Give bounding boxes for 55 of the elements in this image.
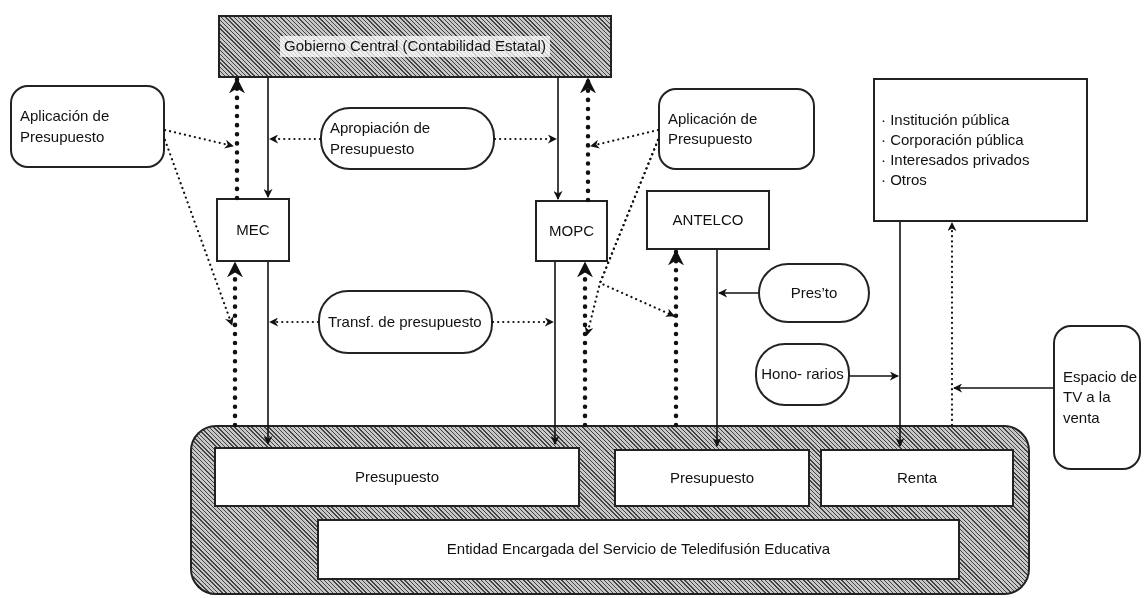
list-item: · Otros — [881, 170, 927, 191]
pill-box — [758, 263, 870, 323]
list-item: · Interesados privados — [881, 150, 1030, 170]
rounded-box — [1053, 325, 1141, 470]
process-box — [614, 449, 810, 507]
dotted-arrow — [163, 138, 234, 327]
arrow — [849, 371, 899, 381]
dotted-arrow — [163, 128, 235, 149]
node-label: Aplicación de Presupuesto — [20, 106, 111, 147]
process-box — [646, 190, 770, 250]
process-box — [216, 198, 290, 262]
node-label: Transf. de presupuesto — [328, 311, 482, 332]
dotted-arrow — [268, 134, 322, 144]
pill-box — [755, 343, 850, 406]
arrow — [953, 383, 1054, 393]
rounded-box — [10, 85, 165, 168]
list-item: · Institución pública — [881, 109, 1010, 130]
list-item: · Corporación pública — [881, 129, 1024, 150]
arrow — [263, 77, 273, 198]
dotted-arrow — [491, 317, 555, 327]
arrow — [718, 288, 759, 298]
dotted-arrow — [227, 260, 243, 428]
node-label: Apropiación de Presupuesto — [330, 118, 432, 159]
arrow — [263, 261, 273, 445]
arrow — [895, 221, 905, 447]
arrow — [550, 261, 560, 445]
node-label: Espacio de TV a la venta — [1063, 367, 1139, 428]
arrow — [553, 77, 563, 200]
dotted-arrow — [580, 76, 596, 203]
pill-box — [320, 107, 495, 170]
node-label: ANTELCO — [672, 209, 744, 230]
node-label: Pres’to — [790, 282, 838, 303]
dotted-arrow — [229, 76, 245, 201]
dotted-arrow — [947, 221, 957, 427]
dotted-arrow — [589, 128, 660, 149]
hatched-panel — [190, 425, 1030, 595]
process-box — [820, 449, 1014, 507]
arrow — [712, 249, 722, 447]
process-box — [317, 519, 960, 580]
dotted-arrow — [598, 138, 676, 318]
process-box — [535, 200, 608, 262]
node-label: MOPC — [549, 220, 594, 241]
dotted-arrow — [577, 260, 593, 428]
node-label: Gobierno Central (Contabilidad Estatal) — [280, 36, 550, 57]
dotted-arrow — [493, 134, 558, 144]
pill-box — [318, 290, 493, 354]
process-box — [214, 447, 580, 507]
node-label: MEC — [236, 219, 270, 240]
node-label: Hono- rarios — [761, 364, 844, 385]
hatched-box — [218, 15, 612, 78]
dotted-arrow — [268, 317, 320, 327]
node-label: Aplicación de Presupuesto — [668, 108, 759, 149]
rounded-box — [658, 88, 815, 170]
dotted-arrow — [668, 248, 684, 428]
list-box — [873, 78, 1088, 222]
